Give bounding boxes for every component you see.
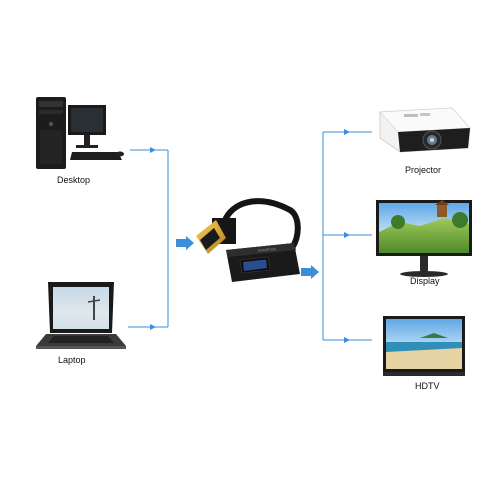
desktop-icon: [36, 97, 124, 169]
left-connectors: [128, 149, 169, 328]
desktop-label: Desktop: [57, 175, 91, 185]
laptop-icon: [36, 282, 126, 349]
laptop-arrow-icon: [150, 324, 156, 330]
hdtv-label: HDTV: [415, 381, 440, 391]
projector-label: Projector: [405, 165, 442, 175]
laptop-label: Laptop: [58, 355, 86, 365]
display-icon: [376, 200, 472, 277]
projector-icon: [379, 107, 471, 153]
svg-text:RAMPOW: RAMPOW: [258, 246, 277, 253]
hdtv-arrow-icon: [344, 337, 350, 343]
input-arrow-icon: [176, 236, 194, 250]
hdtv-icon: [383, 316, 465, 376]
display-label: Display: [410, 276, 440, 286]
projector-arrow-icon: [344, 129, 350, 135]
output-arrow-icon: [301, 265, 319, 279]
hdmi-vga-adapter-icon: RAMPOW: [196, 198, 301, 282]
display-arrow-icon: [344, 232, 350, 238]
hdmi-plug-icon: [196, 218, 236, 254]
desktop-arrow-icon: [150, 147, 156, 153]
vga-box-icon: RAMPOW: [226, 243, 300, 282]
